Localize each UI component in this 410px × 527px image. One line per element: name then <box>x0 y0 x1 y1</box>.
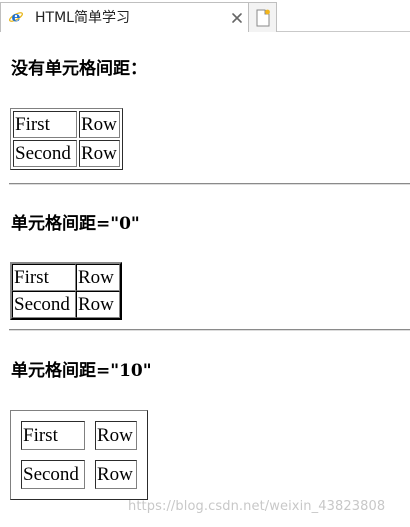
table-cell: First <box>12 264 76 291</box>
ie-e-icon: e <box>8 9 24 26</box>
table-default-spacing: First Row Second Row <box>10 108 123 170</box>
new-tab-button[interactable] <box>249 2 277 32</box>
table-cell: Row <box>76 291 120 318</box>
svg-text:e: e <box>12 10 21 26</box>
table-cell: First <box>13 111 77 138</box>
table-row: Second Row <box>12 291 120 318</box>
table-cell: Row <box>95 421 137 450</box>
tab-bar: e HTML简单学习 <box>0 0 410 32</box>
table-spacing-0: First Row Second Row <box>10 262 122 320</box>
table-row: Second Row <box>21 460 137 489</box>
tab-title: HTML简单学习 <box>35 10 130 26</box>
heading-spacing-0: 单元格间距="0" <box>11 214 140 234</box>
tab-html-study[interactable]: e HTML简单学习 <box>0 2 249 32</box>
table-spacing-10: First Row Second Row <box>10 410 148 500</box>
table-cell: Row <box>79 111 120 138</box>
table-row: First Row <box>21 421 137 450</box>
close-icon[interactable] <box>230 11 244 25</box>
table-row: Second Row <box>13 140 120 167</box>
heading-spacing-10: 单元格间距="10" <box>11 361 152 381</box>
new-tab-icon <box>256 9 270 27</box>
horizontal-rule <box>9 329 410 331</box>
table-row: First Row <box>12 264 120 291</box>
table-cell: Second <box>12 291 76 318</box>
table-cell: First <box>21 421 85 450</box>
table-cell: Row <box>95 460 137 489</box>
watermark: https://blog.csdn.net/weixin_43823808 <box>128 499 386 514</box>
table-cell: Row <box>79 140 120 167</box>
table-cell: Second <box>21 460 85 489</box>
heading-no-spacing: 没有单元格间距： <box>11 59 147 79</box>
horizontal-rule <box>9 183 410 185</box>
table-cell: Second <box>13 140 77 167</box>
table-cell: Row <box>76 264 120 291</box>
table-row: First Row <box>13 111 120 138</box>
